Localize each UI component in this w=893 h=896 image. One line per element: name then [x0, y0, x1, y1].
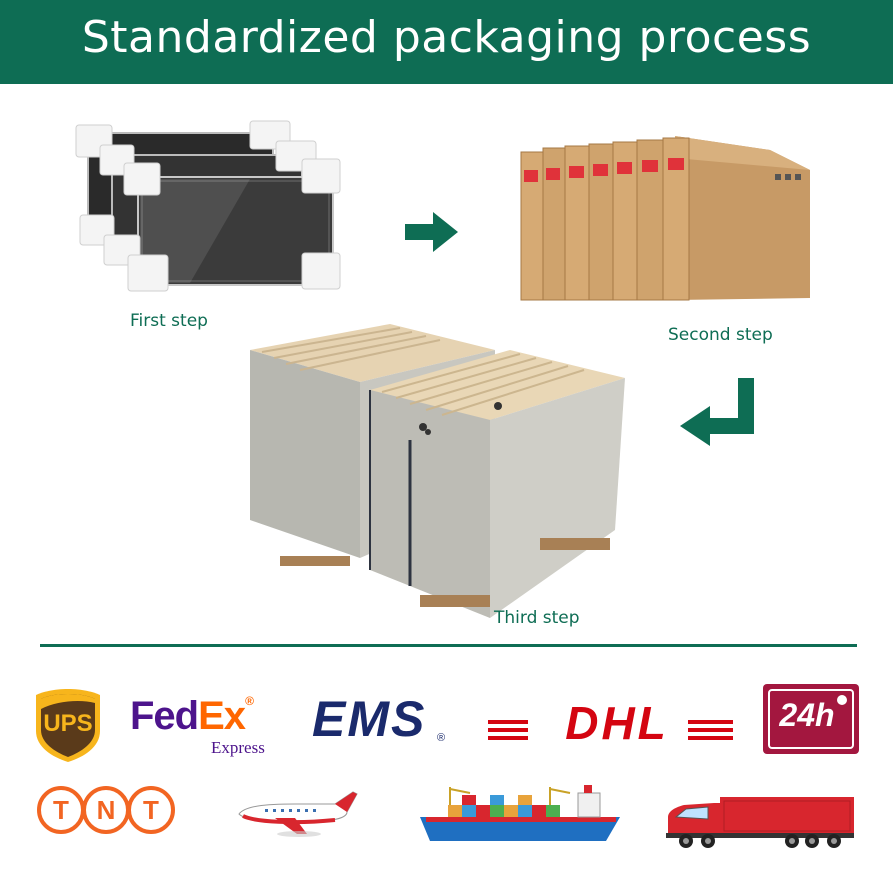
- ems-logo-text: EMS: [312, 691, 427, 747]
- tnt-letter-t1: T: [37, 786, 85, 834]
- tnt-letter-t2: T: [127, 786, 175, 834]
- registered-mark-icon: ®: [245, 694, 254, 708]
- 24h-logo: [763, 684, 859, 754]
- fedex-express-text: Express: [211, 738, 265, 757]
- tnt-letter-n: N: [82, 786, 130, 834]
- 24h-logo-text: 24h: [779, 697, 835, 733]
- registered-mark-icon: ®: [437, 732, 446, 744]
- step-label-second: Second step: [668, 325, 773, 345]
- step-label-third: Third step: [494, 608, 580, 628]
- fedex-logo: FedEx®: [130, 694, 254, 739]
- airplane-icon: [238, 791, 358, 837]
- section-divider: [40, 644, 857, 647]
- truck-icon: [666, 797, 854, 848]
- fedex-ex-text: Ex: [198, 694, 246, 738]
- ups-logo: [36, 689, 100, 762]
- header-banner: Standardized packaging process: [0, 0, 893, 84]
- step3-wooden-crates-image: [250, 324, 625, 618]
- step-label-first: First step: [130, 311, 208, 331]
- dhl-logo-text: DHL: [565, 697, 669, 749]
- ups-logo-text: UPS: [43, 710, 93, 737]
- cargo-ship-icon: [420, 785, 620, 841]
- arrow-return-left-icon: [680, 378, 754, 446]
- fedex-fed-text: Fed: [130, 694, 199, 738]
- step1-wrapped-panels-image: [75, 120, 341, 292]
- arrow-right-icon: [405, 212, 458, 252]
- page-title: Standardized packaging process: [81, 12, 812, 63]
- dhl-logo-stripes: [488, 720, 733, 740]
- step2-cardboard-boxes-image: [520, 136, 810, 301]
- tnt-logo: T N T: [37, 786, 177, 836]
